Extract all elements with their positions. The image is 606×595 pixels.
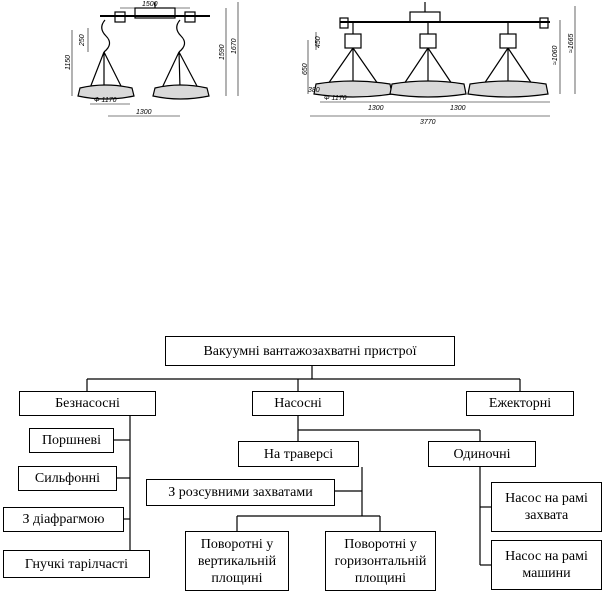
pumpless-type-diaphragm: З діафрагмою	[3, 507, 124, 532]
dim-label: 450	[315, 36, 322, 48]
dim-label: ≈1060	[552, 45, 559, 65]
dim-label: 380	[308, 87, 320, 94]
pumpless-type-flexible-plate: Гнучкі тарілчасті	[3, 550, 150, 578]
category-ejector: Ежекторні	[466, 391, 574, 416]
single-type-frame-machine: Насос на рамі машини	[491, 540, 602, 590]
single-type-frame-grip: Насос на рамі захвата	[491, 482, 602, 532]
dim-label: 1500	[142, 1, 158, 8]
dim-label: 1300	[136, 109, 152, 116]
traverse-type-vertical: Поворотні у вертикальній площині	[185, 531, 289, 591]
root-box: Вакуумні вантажозахватні пристрої	[165, 336, 455, 366]
dim-label: 3770	[420, 119, 436, 126]
pumpless-type-bellows: Сильфонні	[18, 466, 117, 491]
pumpless-type-piston: Поршневі	[29, 428, 114, 453]
dim-label: 1590	[219, 44, 226, 60]
category-pump: Насосні	[252, 391, 344, 416]
traverse-type-horizontal: Поворотні у горизонтальній площині	[325, 531, 436, 591]
dim-label: 1670	[231, 38, 238, 54]
dim-label: Ф 1170	[324, 95, 347, 102]
pump-group-traverse: На траверсі	[238, 441, 359, 467]
dim-label: 1300	[450, 105, 466, 112]
dim-label: ≈1665	[568, 33, 575, 53]
drawing-three-suction-cups: 450 650 380 ≈1060 ≈1665 Ф 1170 1300 1300…	[302, 2, 576, 126]
drawing-two-suction-cups: 1500 250 1150 1590 1670 Ф 1170 1300	[65, 1, 239, 117]
pump-group-single: Одиночні	[428, 441, 536, 467]
traverse-type-sliding: З розсувними захватами	[146, 479, 335, 506]
category-pumpless: Безнасосні	[19, 391, 156, 416]
dim-label: 1300	[368, 105, 384, 112]
dim-label: 250	[79, 34, 86, 47]
dim-label: 650	[302, 63, 309, 75]
dim-label: Ф 1170	[94, 97, 117, 104]
dim-label: 1150	[65, 55, 72, 70]
